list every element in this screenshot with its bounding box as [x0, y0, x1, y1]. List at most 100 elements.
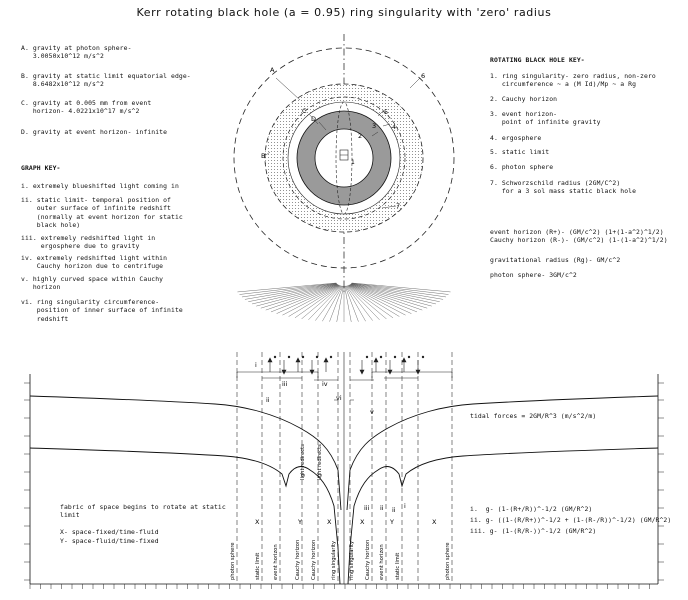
bottom-label: Cauchy horizon: [365, 540, 371, 580]
rotating-key-item-7: 7. Schworzschild radius (2GM/C^2) for a …: [490, 179, 637, 196]
photon-sphere-formula: photon sphere- 3GM/c^2: [490, 271, 577, 279]
roman-marker: ii: [392, 506, 396, 514]
horizon-formulas: event horizon (R+)- (GM/c^2) (1+(1-a^2)^…: [490, 228, 668, 245]
black-hole-top-view: A B C D 1 2 3 4 5 6 7: [233, 34, 455, 294]
fan-ray: [351, 283, 444, 300]
fan-ray: [265, 284, 339, 311]
xy-marker: X: [432, 518, 437, 526]
light-redirects-label: light redirects: [317, 444, 323, 480]
fan-ray: [344, 285, 352, 322]
gravity-note-d: D. gravity at event horizon- infinite: [21, 128, 168, 136]
region-i-label: i: [255, 361, 257, 369]
graph-key-item-ii: ii. static limit- temporal position of o…: [21, 196, 183, 230]
fan-ray: [349, 284, 423, 311]
graph-key-item-v: v. highly curved space within Cauchy hor…: [21, 275, 164, 292]
fan-ray: [252, 284, 338, 305]
bottom-label: static limit: [255, 553, 261, 580]
fan-ray: [244, 283, 337, 300]
bottom-label: ring singularity: [331, 541, 337, 580]
graph-key-item-i: i. extremely blueshifted light coming in: [21, 182, 179, 190]
horizon-lines: [236, 352, 453, 584]
roman-marker: iii: [364, 504, 370, 512]
fan-ray: [350, 284, 432, 307]
g-formula-iii: iii. g- (1-(R/R-))^-1/2 (GM/R^2): [470, 527, 597, 535]
fan-ray: [344, 285, 359, 322]
gravitational-radius-formula: gravitational radius (Rg)- GM/c^2: [490, 256, 621, 264]
arrow-dot: [301, 355, 305, 359]
fan-ray: [346, 285, 380, 320]
xy-marker: X: [255, 518, 260, 526]
arrow-head: [415, 369, 421, 375]
roman-marker: ii: [380, 504, 384, 512]
fan-ray: [239, 283, 337, 295]
tidal-forces-label: tidal forces = 2GM/R^3 (m/s^2/m): [470, 412, 597, 420]
radiating-fan: [237, 282, 451, 322]
label-3: 3: [372, 122, 376, 130]
fan-ray: [270, 284, 339, 313]
region-iii-label: iii: [282, 380, 288, 388]
fan-ray: [237, 282, 337, 293]
arrow-dot: [421, 355, 425, 359]
bottom-label: photon sphere: [445, 542, 451, 580]
arrow-head: [281, 369, 287, 375]
fan-ray: [308, 285, 342, 320]
xy-marker: X: [327, 518, 332, 526]
fan-ray: [351, 282, 451, 293]
photon-sphere-circle: [233, 47, 455, 269]
fan-ray: [241, 283, 337, 298]
label-7: 7: [396, 202, 400, 210]
fan-ray: [348, 285, 406, 316]
bottom-label: Cauchy horizon: [295, 540, 301, 580]
xy-marker: X: [360, 518, 365, 526]
fan-ray: [276, 285, 340, 314]
arrow-head: [309, 369, 315, 375]
arrow-head: [401, 357, 407, 363]
upper-curve: [29, 395, 659, 511]
fan-ray: [301, 285, 342, 320]
label-5: 5: [384, 108, 388, 116]
arrow-head: [359, 369, 365, 375]
bottom-label: photon sphere: [230, 542, 236, 580]
arrow-dot: [329, 355, 333, 359]
arrow-dot: [407, 355, 411, 359]
region-brackets: [236, 371, 453, 401]
fan-ray: [329, 285, 344, 322]
region-vi-label: vi: [336, 394, 342, 402]
arrow-dot: [379, 355, 383, 359]
arrow-dot: [287, 355, 291, 359]
label-d: D: [311, 115, 316, 123]
label-2: 2: [358, 132, 362, 140]
graph-key-item-iv: iv. extremely redshifted light within Ca…: [21, 254, 168, 271]
fan-ray: [351, 283, 447, 298]
label-c: C: [302, 107, 307, 115]
label-b: B: [261, 152, 265, 160]
rotating-key-item-4: 4. ergosphere: [490, 134, 542, 142]
rotating-key-item-5: 5. static limit: [490, 148, 550, 156]
arrow-dot: [273, 355, 277, 359]
rotating-key-heading: ROTATING BLACK HOLE KEY-: [490, 56, 585, 64]
rotating-key-item-2: 2. Cauchy horizon: [490, 95, 558, 103]
fan-ray: [294, 285, 341, 318]
fan-ray: [349, 284, 428, 309]
fan-ray: [256, 284, 338, 307]
arrow-head: [323, 357, 329, 363]
region-ii-label: ii: [266, 396, 270, 404]
fan-ray: [347, 285, 394, 318]
arrow-dot: [393, 355, 397, 359]
label-4: 4: [392, 123, 396, 131]
graph-key-item-iii: iii. extremely redshifted light in ergos…: [21, 234, 156, 251]
fan-ray: [260, 284, 339, 309]
axis-ticks: [24, 382, 664, 589]
arrow-dot: [315, 355, 319, 359]
xy-marker: Y: [389, 518, 394, 526]
fan-ray: [348, 285, 412, 314]
label-a: A: [270, 66, 275, 74]
light-arrows: [267, 355, 425, 375]
region-v-label: v: [370, 408, 374, 416]
fan-ray: [248, 283, 338, 302]
